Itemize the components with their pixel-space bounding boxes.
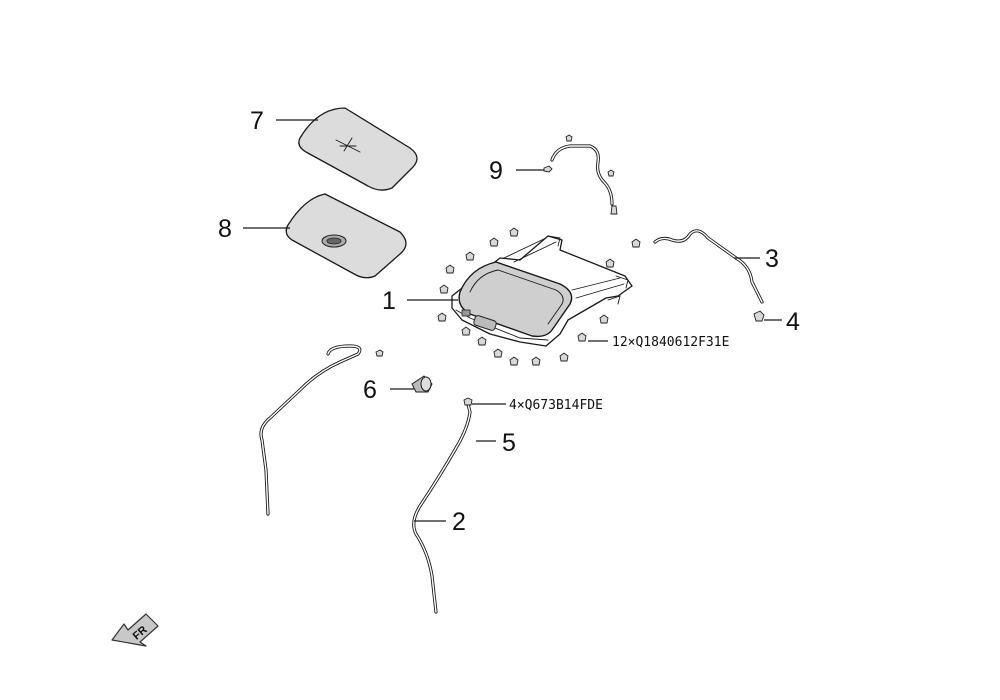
frame-mounting-clips bbox=[437, 134, 641, 366]
partno-nut-4: 4×Q673B14FDE bbox=[509, 398, 603, 413]
leader-lines bbox=[243, 119, 782, 522]
part-6-drain-valve bbox=[411, 375, 433, 393]
drain-hose-left bbox=[259, 344, 384, 516]
callout-9: 9 bbox=[489, 157, 503, 185]
callout-3: 3 bbox=[765, 245, 779, 273]
front-direction-arrow-icon: FR bbox=[111, 613, 159, 647]
part-8-sunshade-panel bbox=[285, 193, 407, 279]
part-9-drain-hose-upper bbox=[543, 144, 618, 215]
callout-4: 4 bbox=[786, 308, 800, 336]
callout-5: 5 bbox=[502, 429, 516, 457]
callout-1: 1 bbox=[382, 287, 396, 315]
part-1-sunroof-frame-assembly bbox=[451, 235, 633, 347]
partno-bolt-12: 12×Q1840612F31E bbox=[612, 335, 729, 350]
part-3-drain-hose-right bbox=[653, 229, 764, 304]
callout-2: 2 bbox=[452, 508, 466, 536]
frame-motor-icon bbox=[461, 309, 497, 331]
part-7-sunroof-glass-panel bbox=[298, 107, 418, 191]
sunshade-handle-icon bbox=[321, 234, 347, 248]
callout-6: 6 bbox=[363, 376, 377, 404]
callout-7: 7 bbox=[250, 107, 264, 135]
part-5-nut bbox=[463, 397, 473, 406]
part-4-hose-clip bbox=[753, 310, 765, 322]
callout-8: 8 bbox=[218, 215, 232, 243]
part-2-drain-hose-long bbox=[412, 402, 472, 614]
